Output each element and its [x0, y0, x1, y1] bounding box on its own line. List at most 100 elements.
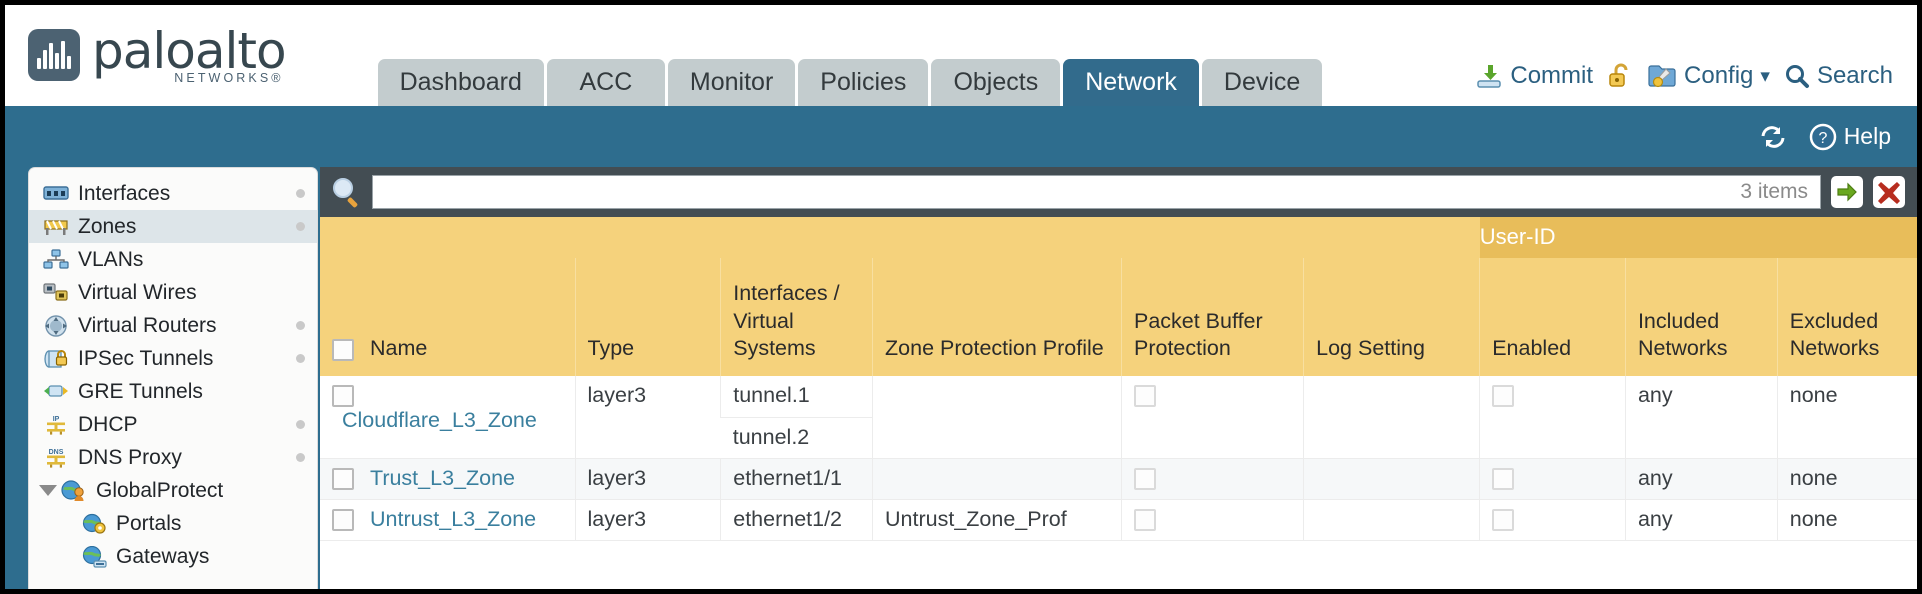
filter-magnifier-icon[interactable] [332, 177, 362, 209]
top-header-bar: paloalto NETWORKS® Dashboard ACC Monitor… [5, 5, 1917, 106]
help-question-icon: ? [1808, 122, 1838, 152]
packet-buffer-protection-checkbox[interactable] [1133, 508, 1156, 531]
row-checkbox[interactable] [332, 467, 354, 490]
search-button[interactable]: Search [1784, 62, 1893, 90]
table-group-header-row: User-ID [320, 217, 1917, 258]
row-checkbox[interactable] [332, 508, 354, 531]
col-header-log-setting[interactable]: Log Setting [1303, 258, 1480, 376]
sidebar-item-zones[interactable]: Zones [29, 210, 317, 243]
cell-userid-enabled[interactable] [1479, 499, 1626, 541]
col-label-name: Name [369, 336, 428, 361]
status-dot [296, 453, 305, 462]
cell-userid-enabled[interactable] [1479, 376, 1626, 459]
tab-objects[interactable]: Objects [931, 59, 1061, 106]
sidebar-item-virtual-routers[interactable]: Virtual Routers [29, 309, 317, 342]
help-button[interactable]: ? Help [1808, 122, 1891, 152]
tab-policies[interactable]: Policies [798, 59, 929, 106]
status-dot [296, 222, 305, 231]
config-label: Config [1684, 62, 1754, 89]
tab-monitor[interactable]: Monitor [667, 59, 796, 106]
vlans-icon [43, 248, 69, 271]
tab-network[interactable]: Network [1063, 59, 1199, 106]
expand-collapse-caret-icon[interactable] [39, 485, 57, 496]
group-header-userid: User-ID [1479, 217, 1917, 258]
userid-enabled-checkbox[interactable] [1492, 508, 1515, 531]
search-label: Search [1816, 62, 1893, 89]
sidebar-label: DHCP [78, 412, 138, 436]
interfaces-icon [43, 183, 69, 205]
col-header-enabled[interactable]: Enabled [1479, 258, 1626, 376]
lock-button[interactable] [1607, 62, 1633, 90]
sidebar-item-dns-proxy[interactable]: DNS DNS Proxy [29, 441, 317, 474]
col-header-name[interactable]: Name [320, 258, 576, 376]
commit-label: Commit [1510, 62, 1594, 89]
userid-enabled-checkbox[interactable] [1492, 385, 1515, 408]
refresh-button[interactable] [1758, 124, 1788, 150]
cell-packet-buffer-protection[interactable] [1120, 458, 1304, 500]
packet-buffer-protection-checkbox[interactable] [1133, 467, 1156, 490]
zone-name-link[interactable]: Untrust_L3_Zone [369, 506, 537, 531]
zone-name-link[interactable]: Trust_L3_Zone [369, 465, 515, 490]
item-count-label: 3 items [1740, 180, 1808, 203]
table-row[interactable]: Untrust_L3_Zone layer3 ethernet1/2 Untru… [320, 499, 1917, 541]
commit-download-icon [1475, 62, 1503, 90]
sidebar-item-gre-tunnels[interactable]: GRE Tunnels [29, 375, 317, 408]
userid-enabled-checkbox[interactable] [1492, 467, 1515, 490]
col-header-zone-protection-profile[interactable]: Zone Protection Profile [872, 258, 1122, 376]
cell-zone-protection-profile [872, 458, 1122, 500]
config-menu[interactable]: Config ▾ [1647, 62, 1770, 90]
sidebar-item-virtual-wires[interactable]: Virtual Wires [29, 276, 317, 309]
tab-device[interactable]: Device [1201, 59, 1323, 106]
chevron-down-icon: ▾ [1760, 65, 1770, 87]
cell-excluded-networks: none [1776, 458, 1917, 500]
sidebar-label: Zones [78, 214, 137, 238]
col-header-type[interactable]: Type [574, 258, 721, 376]
commit-button[interactable]: Commit [1475, 62, 1593, 90]
cell-excluded-networks: none [1776, 499, 1917, 541]
sidebar-item-dhcp[interactable]: IP DHCP [29, 408, 317, 441]
table-row-continuation[interactable]: tunnel.2 [320, 417, 1917, 459]
brand-logo: paloalto NETWORKS® [5, 26, 287, 107]
cell-packet-buffer-protection[interactable] [1120, 499, 1304, 541]
main-nav-tabs: Dashboard ACC Monitor Policies Objects N… [377, 5, 1323, 106]
sidebar-label: Gateways [116, 544, 210, 568]
cell-name[interactable]: Untrust_L3_Zone [320, 499, 576, 541]
cell-zone-protection-profile: Untrust_Zone_Prof [872, 499, 1122, 541]
col-header-included-networks[interactable]: Included Networks [1624, 258, 1778, 376]
select-all-checkbox[interactable] [332, 338, 354, 361]
virtual-routers-icon [43, 314, 69, 337]
sidebar-item-portals[interactable]: Portals [29, 507, 317, 540]
sidebar-item-gateways[interactable]: Gateways [29, 540, 317, 573]
zones-table-wrapper[interactable]: User-ID Name Type Interfaces / Virtual S… [320, 217, 1917, 589]
table-row[interactable]: Cloudflare_L3_Zone layer3 tunnel.1 [320, 376, 1917, 459]
status-dot [296, 420, 305, 429]
secondary-toolbar: ? Help [5, 106, 1917, 167]
col-header-excluded-networks[interactable]: Excluded Networks [1776, 258, 1917, 376]
table-row[interactable]: Trust_L3_Zone layer3 ethernet1/1 [320, 458, 1917, 500]
col-header-interfaces[interactable]: Interfaces / Virtual Systems [720, 258, 873, 376]
clear-filter-button[interactable] [1873, 176, 1905, 208]
cell-userid-enabled[interactable] [1479, 458, 1626, 500]
sidebar-item-globalprotect[interactable]: GlobalProtect [29, 474, 317, 507]
zones-table-body: Cloudflare_L3_Zone layer3 tunnel.1 [320, 376, 1917, 541]
apply-filter-button[interactable] [1831, 176, 1863, 208]
sidebar-item-ipsec-tunnels[interactable]: IPSec Tunnels [29, 342, 317, 375]
filter-input-wrapper[interactable]: 3 items [372, 175, 1821, 209]
zone-name-link[interactable]: Cloudflare_L3_Zone [342, 408, 537, 432]
tab-dashboard[interactable]: Dashboard [377, 59, 544, 106]
sidebar-label: GlobalProtect [96, 478, 224, 502]
cell-name[interactable]: Trust_L3_Zone [320, 458, 576, 500]
padlock-open-icon [1607, 62, 1633, 90]
cell-name[interactable]: Cloudflare_L3_Zone [320, 376, 576, 459]
dns-proxy-icon: DNS [43, 447, 69, 469]
cell-zone-protection-profile [872, 376, 1122, 459]
packet-buffer-protection-checkbox[interactable] [1133, 385, 1156, 408]
cell-packet-buffer-protection[interactable] [1120, 376, 1304, 459]
tab-acc[interactable]: ACC [546, 59, 665, 106]
col-header-packet-buffer-protection[interactable]: Packet Buffer Protection [1120, 258, 1304, 376]
config-wrench-icon [1647, 62, 1677, 90]
sidebar-item-vlans[interactable]: VLANs [29, 243, 317, 276]
sidebar-item-interfaces[interactable]: Interfaces [29, 177, 317, 210]
row-checkbox[interactable] [332, 385, 354, 408]
